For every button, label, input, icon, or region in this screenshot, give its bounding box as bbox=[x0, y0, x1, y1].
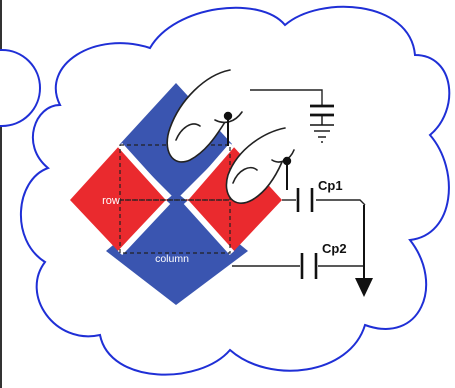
sense-pin-2 bbox=[282, 156, 292, 190]
sense-pin-1 bbox=[223, 111, 233, 146]
dashed-cell-outline-top bbox=[119, 144, 231, 201]
dashed-cell-outline-bottom bbox=[119, 199, 231, 254]
circuit-wires bbox=[232, 89, 366, 267]
capacitor-icon bbox=[296, 188, 314, 212]
arrow-down-icon bbox=[355, 205, 373, 297]
cp1-label: Cp1 bbox=[318, 178, 343, 193]
capacitor-icon bbox=[300, 253, 318, 279]
row-label: row bbox=[102, 195, 120, 207]
cp2-label: Cp2 bbox=[322, 241, 347, 256]
electrode-gaps bbox=[117, 142, 235, 256]
thought-bubble-small bbox=[0, 49, 41, 127]
column-electrode-bottom bbox=[106, 192, 248, 305]
column-label: column bbox=[155, 253, 189, 265]
ground-icon bbox=[310, 104, 334, 143]
finger-icon bbox=[166, 69, 243, 163]
